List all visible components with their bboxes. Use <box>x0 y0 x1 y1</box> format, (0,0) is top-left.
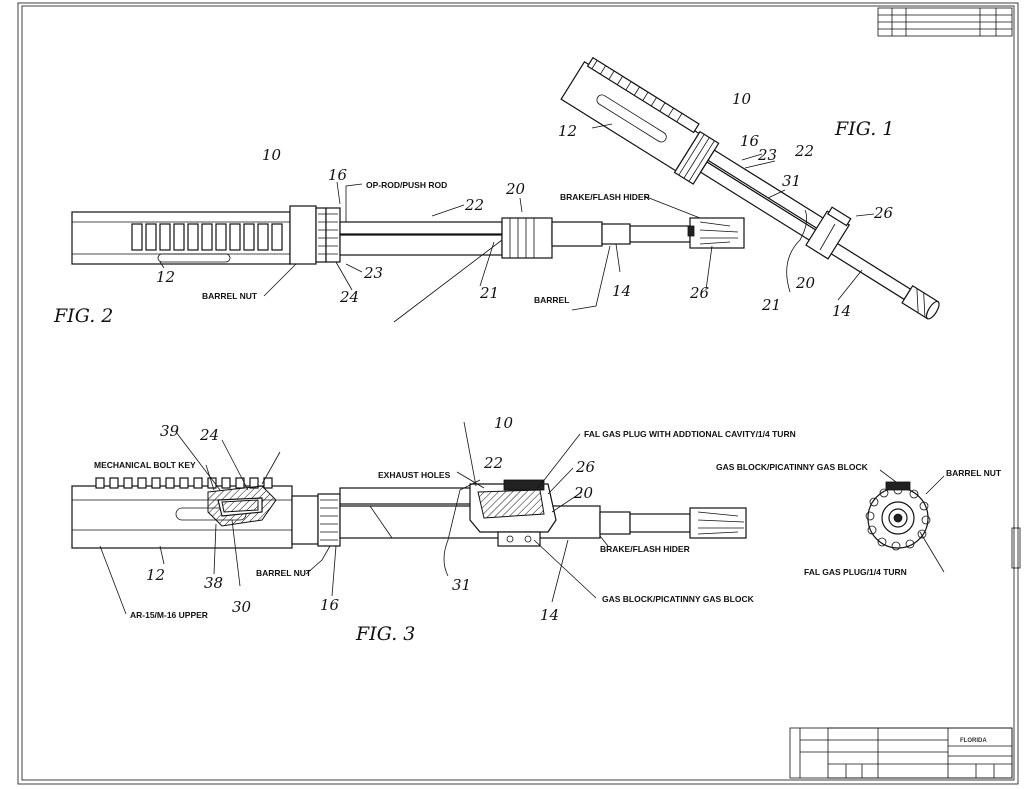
fig1-drawing <box>560 56 940 320</box>
fig2-ref-24: 24 <box>339 288 359 306</box>
endview-callouts <box>879 469 945 573</box>
fig1-ref-23: 23 <box>757 146 777 164</box>
fig1-ref-26: 26 <box>873 204 894 222</box>
fig1-ref-20: 20 <box>795 274 816 292</box>
fig3-callouts <box>99 421 609 615</box>
title-block <box>789 727 1013 779</box>
fig3-ref-26: 26 <box>575 458 596 476</box>
fig3-label-barrel-nut: BARREL NUT <box>256 568 312 578</box>
fig2-label-op-rod: OP-ROD/PUSH ROD <box>366 180 447 190</box>
sheet-border <box>17 2 1021 785</box>
fig1-ref-16: 16 <box>740 132 760 150</box>
fig3-ref-22: 22 <box>483 454 503 472</box>
fig2-ref-20: 20 <box>505 180 526 198</box>
fig1-ref-14: 14 <box>832 302 851 320</box>
fig3-title: FIG. 3 <box>355 623 415 645</box>
fig1-ref-21: 21 <box>761 296 781 314</box>
fig1-ref-assembly: 10 <box>732 90 752 108</box>
fig2-ref-assembly: 10 <box>262 146 282 164</box>
fig1-title: FIG. 1 <box>834 118 894 140</box>
fig2-label-barrel: BARREL <box>534 295 569 305</box>
fig3-ref-12: 12 <box>146 566 165 584</box>
fig3-ref-16: 16 <box>320 596 340 614</box>
fig2-drawing <box>71 205 745 265</box>
fig2-title: FIG. 2 <box>53 305 113 327</box>
fig3-label-gas-block: GAS BLOCK/PICATINNY GAS BLOCK <box>602 594 755 604</box>
fig2-ref-23: 23 <box>363 264 383 282</box>
fig2-ref-21: 21 <box>479 284 499 302</box>
endview-label-gas-block: GAS BLOCK/PICATINNY GAS BLOCK <box>716 462 869 472</box>
fig3-ref-30: 30 <box>232 598 252 616</box>
fig1-ref-12: 12 <box>558 122 577 140</box>
fig3-label-exhaust-holes: EXHAUST HOLES <box>378 470 451 480</box>
fig2-ref-14: 14 <box>612 282 631 300</box>
endview-drawing <box>865 481 931 551</box>
fig3-ref-14: 14 <box>540 606 559 624</box>
fig3-label-brake: BRAKE/FLASH HIDER <box>600 544 690 554</box>
endview-label-fal-gas-plug: FAL GAS PLUG/1/4 TURN <box>804 567 907 577</box>
title-block-location: FLORIDA <box>960 738 987 744</box>
fig2-callouts <box>159 181 713 323</box>
fig3-ref-38: 38 <box>204 574 223 592</box>
fig3-label-mech-bolt-key: MECHANICAL BOLT KEY <box>94 460 196 470</box>
fig1-callouts <box>591 123 875 301</box>
fig1-ref-22: 22 <box>794 142 814 160</box>
fig3-ref-20: 20 <box>573 484 594 502</box>
fig3-label-upper: AR-15/M-16 UPPER <box>130 610 208 620</box>
fig2-label-brake: BRAKE/FLASH HIDER <box>560 192 650 202</box>
fig2-ref-16: 16 <box>328 166 348 184</box>
fig3-drawing <box>71 477 747 549</box>
endview-label-barrel-nut: BARREL NUT <box>946 468 1002 478</box>
fig2-ref-26: 26 <box>689 284 710 302</box>
revision-block <box>877 7 1013 37</box>
fig3-ref-assembly: 10 <box>494 414 514 432</box>
fig3-ref-39: 39 <box>160 422 180 440</box>
fig3-label-fal-gas-plug: FAL GAS PLUG WITH ADDTIONAL CAVITY/1/4 T… <box>584 429 796 439</box>
fig2-ref-12: 12 <box>156 268 175 286</box>
fig3-ref-24: 24 <box>199 426 219 444</box>
fig1-ref-31: 31 <box>782 172 801 190</box>
fig3-ref-31: 31 <box>452 576 471 594</box>
fig2-ref-22: 22 <box>464 196 484 214</box>
fig2-label-barrel-nut: BARREL NUT <box>202 291 258 301</box>
